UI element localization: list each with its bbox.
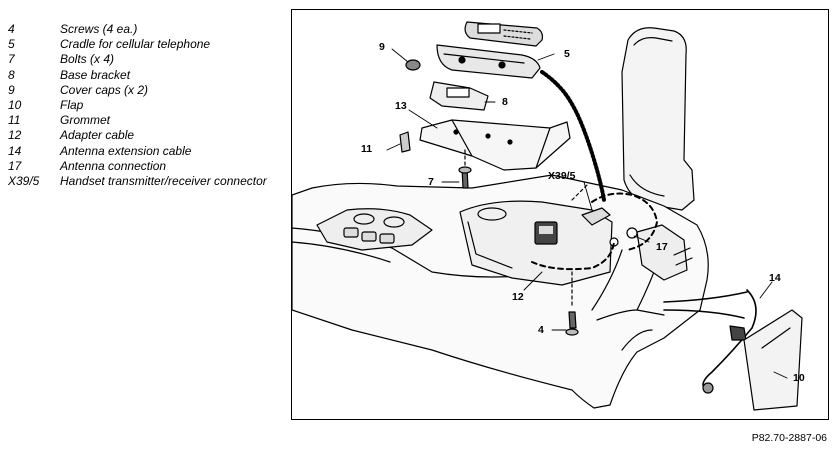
callout-5: 5 — [564, 48, 570, 60]
parts-legend: 4 Screws (4 ea.) 5 Cradle for cellular tel… — [8, 22, 278, 189]
bolt — [458, 166, 472, 189]
legend-description: Cradle for cellular telephone — [60, 37, 211, 52]
legend-row: X39/5 Handset transmitter/receiver connec… — [8, 174, 278, 189]
legend-description: Flap — [60, 98, 84, 113]
legend-row: 12 Adapter cable — [8, 128, 278, 143]
legend-row: 17 Antenna connection — [8, 159, 278, 174]
flap — [743, 309, 803, 411]
callout-11: 11 — [361, 143, 373, 155]
coiled-cord — [540, 70, 606, 202]
legend-row: 8 Base bracket — [8, 68, 278, 83]
legend-description: Antenna extension cable — [60, 143, 192, 158]
legend-row: 11 Grommet — [8, 113, 278, 128]
adapter-cable-route — [531, 241, 615, 271]
legend-row: 9 Cover caps (x 2) — [8, 83, 278, 98]
armrest — [621, 27, 695, 211]
legend-row: 7 Bolts (x 4) — [8, 52, 278, 67]
screw — [565, 311, 579, 336]
grommet — [399, 131, 411, 153]
callout-4: 4 — [538, 324, 544, 336]
legend-number: 8 — [8, 67, 15, 82]
cradle — [436, 44, 541, 79]
base-bracket — [419, 119, 571, 171]
legend-description: Base bracket — [60, 67, 131, 82]
cover-cap — [405, 59, 421, 71]
legend-description: Antenna connection — [60, 158, 167, 173]
legend-row: 10 Flap — [8, 98, 278, 113]
legend-number: 5 — [8, 37, 15, 52]
legend-description: Grommet — [60, 113, 111, 128]
legend-number: X39/5 — [8, 174, 40, 189]
cupholder — [316, 208, 433, 251]
legend-description: Adapter cable — [60, 128, 135, 143]
legend-description: Handset transmitter/receiver connector — [60, 174, 267, 189]
legend-description: Screws (4 ea.) — [60, 22, 138, 36]
callout-8: 8 — [502, 96, 508, 108]
telephone-handset — [464, 21, 544, 47]
legend-row: 4 Screws (4 ea.) — [8, 22, 278, 37]
legend-row: 5 Cradle for cellular telephone — [8, 37, 278, 52]
legend-number: 7 — [8, 52, 15, 67]
legend-number: 12 — [8, 128, 22, 143]
callout-7: 7 — [428, 176, 434, 188]
legend-number: 4 — [8, 22, 15, 36]
figure-reference-code: P82.70-2887-06 — [751, 432, 827, 444]
antenna-extension-cable — [702, 289, 757, 389]
legend-description: Bolts (x 4) — [60, 52, 115, 67]
exploded-view-diagram: 9 5 13 8 11 7 X39/5 17 14 12 4 10 — [291, 9, 829, 420]
callout-9: 9 — [379, 41, 385, 53]
legend-number: 10 — [8, 98, 22, 113]
callout-12: 12 — [512, 291, 524, 303]
antenna-cable-route — [591, 192, 658, 251]
legend-number: 17 — [8, 158, 22, 173]
legend-description: Cover caps (x 2) — [60, 82, 149, 97]
callout-10: 10 — [793, 372, 805, 384]
legend-number: 9 — [8, 82, 15, 97]
callout-13: 13 — [395, 100, 407, 112]
callout-17: 17 — [656, 241, 668, 253]
legend-row: 14 Antenna extension cable — [8, 144, 278, 159]
callout-14: 14 — [769, 272, 781, 284]
legend-number: 11 — [8, 113, 21, 128]
legend-number: 14 — [8, 143, 22, 158]
callout-x39-5: X39/5 — [548, 170, 576, 182]
diagram-drawing — [292, 21, 803, 411]
